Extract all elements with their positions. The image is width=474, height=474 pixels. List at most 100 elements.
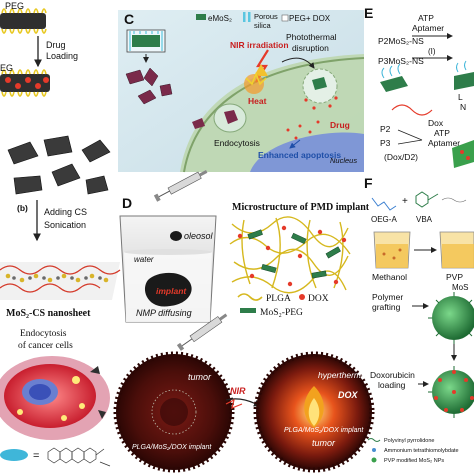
methanol-beaker	[373, 231, 411, 269]
panel-left: PEG Drug Loading EG (b) Adding CS Sonica…	[0, 1, 121, 467]
beaker-icon	[119, 215, 217, 323]
vba-molecule	[415, 191, 439, 208]
oleosol-label: oleosol	[184, 231, 214, 241]
green-sheet-1	[380, 63, 408, 92]
tumor-before	[113, 351, 235, 473]
plga-label: PLGA	[266, 294, 291, 304]
legend-emos2: eMoS₂	[208, 14, 232, 23]
p3-label: P3	[380, 138, 391, 148]
endosome	[192, 103, 247, 133]
mos2peg-label: MoS₂-PEG	[260, 308, 303, 318]
cancer-cells-label: of cancer cells	[18, 340, 73, 351]
mos2peg-legend-swatch	[240, 308, 256, 313]
grafting-label: grafting	[372, 302, 401, 312]
legend-pegdox: PEG+ DOX	[289, 14, 331, 23]
oega-label: OEG-A	[371, 215, 397, 224]
svg-text:L: L	[458, 92, 463, 102]
arrow-icon	[281, 57, 315, 69]
legend-pvp-mos2: PVP modified MoS₂ NPs	[384, 458, 444, 464]
legend-ammonium: Ammonium tetrathiomolybdate	[384, 448, 459, 454]
syringe-icon	[176, 313, 228, 351]
dox-label-e: Dox	[428, 118, 444, 128]
plus-label: +	[402, 196, 408, 207]
atp-label-2: ATP	[434, 128, 450, 138]
lightning-icon	[225, 398, 243, 409]
disrupted-vesicle	[302, 68, 338, 110]
dna-strand	[391, 104, 433, 116]
panel-c-letter: C	[124, 11, 134, 27]
aptamer-label-1: Aptamer	[412, 23, 444, 33]
implant-label: implant	[156, 286, 187, 296]
svg-text:N: N	[460, 102, 466, 112]
mos-label: MoS	[452, 283, 468, 292]
cell-membrane	[183, 57, 365, 173]
mos2-peg-flakes	[247, 229, 341, 279]
loading-label-f: loading	[378, 380, 406, 390]
panel-d-letter: D	[122, 195, 132, 211]
flame-icon	[304, 386, 324, 428]
p3mos2-label: P3MoS₂-NS	[378, 56, 424, 66]
step-b-label: (b)	[17, 203, 28, 213]
drug-loaded-nanosheet	[0, 69, 50, 97]
legend-pvp: Polyvinyl pyrrolidone	[384, 438, 434, 444]
p2mos2-label: P2MoS₂-NS	[378, 36, 424, 46]
drug-label-c: Drug	[330, 120, 350, 130]
peg-label-2: EG	[0, 63, 13, 73]
apoptosis-label: Enhanced apoptosis	[258, 150, 341, 160]
water-label: water	[134, 255, 154, 264]
panel-d: D oleosol water implant NMP diffusing Mi…	[113, 170, 375, 473]
methanol-label: Methanol	[372, 272, 407, 282]
plga-legend-swatch	[237, 293, 263, 301]
microstructure-title: Microstructure of PMD implant	[232, 202, 370, 213]
panel-f: F + OEG-A VBA Methanol PVP MoS Polymer	[364, 175, 474, 464]
loading-label: Loading	[46, 51, 78, 61]
mos2-cs-lattice	[0, 262, 121, 300]
vba-label: VBA	[416, 215, 433, 224]
panel-e: E ATP Aptamer P2MoS₂-NS (I) P3MoS₂-NS L …	[364, 5, 474, 168]
drug-label: Drug	[46, 40, 66, 50]
cancer-cell	[0, 356, 110, 440]
dox-loaded-nanoparticle	[428, 366, 474, 418]
dox-legend-swatch	[299, 294, 305, 300]
heat-burst	[244, 74, 264, 94]
green-sheet-3	[452, 140, 474, 168]
panel-c: C eMoS₂ Porous silica PEG+ DOX	[118, 10, 365, 173]
svg-text:=: =	[33, 450, 39, 462]
pegdox-swatch	[281, 14, 289, 22]
heat-label: Heat	[248, 96, 267, 106]
panel-f-letter: F	[364, 175, 373, 191]
tumor-label-2: tumor	[312, 438, 336, 448]
dox-d2-label: (Dox/D2)	[384, 152, 418, 162]
hyperthermia-label: hyperthermia	[318, 370, 368, 380]
doxorubicin-label: Doxorubicin	[370, 370, 415, 380]
legend-strand	[441, 197, 467, 203]
endocytosis-label-c: Endocytosis	[214, 138, 260, 148]
photothermal-label-1: Photothermal	[286, 32, 337, 42]
dox-label-d: DOX	[308, 294, 329, 304]
dox-molecule: =	[0, 447, 111, 467]
panel-e-letter: E	[364, 5, 373, 21]
dox-label-d2: DOX	[338, 390, 359, 400]
released-drug	[286, 120, 320, 140]
core-shell-particle	[126, 29, 166, 53]
aptamer-label-2: Aptamer	[428, 138, 460, 148]
step-i-label: (I)	[428, 47, 436, 56]
adding-cs-label: Adding CS	[44, 207, 87, 217]
pvp-beaker	[439, 231, 474, 269]
legend-silica-1: Porous	[254, 12, 278, 21]
photothermal-label-2: disruption	[292, 43, 329, 53]
peg-nanosheet-top	[0, 8, 47, 34]
dox-dots	[237, 225, 347, 287]
pvp-label: PVP	[446, 272, 463, 282]
porous-silica-swatch	[243, 12, 251, 22]
implant-label-1: PLGA/MoS₂/DOX implant	[132, 444, 212, 451]
nir-label-d: NIR	[230, 386, 246, 396]
nir-label-c: NIR irradiation	[230, 40, 289, 50]
implant-label-2: PLGA/MoS₂/DOX implant	[284, 427, 364, 434]
nucleus	[250, 132, 364, 172]
nucleus-label: Nucleus	[330, 156, 357, 165]
nmp-label: NMP diffusing	[136, 308, 192, 318]
mos2-flakes	[7, 135, 111, 195]
oega-molecule	[371, 197, 397, 211]
